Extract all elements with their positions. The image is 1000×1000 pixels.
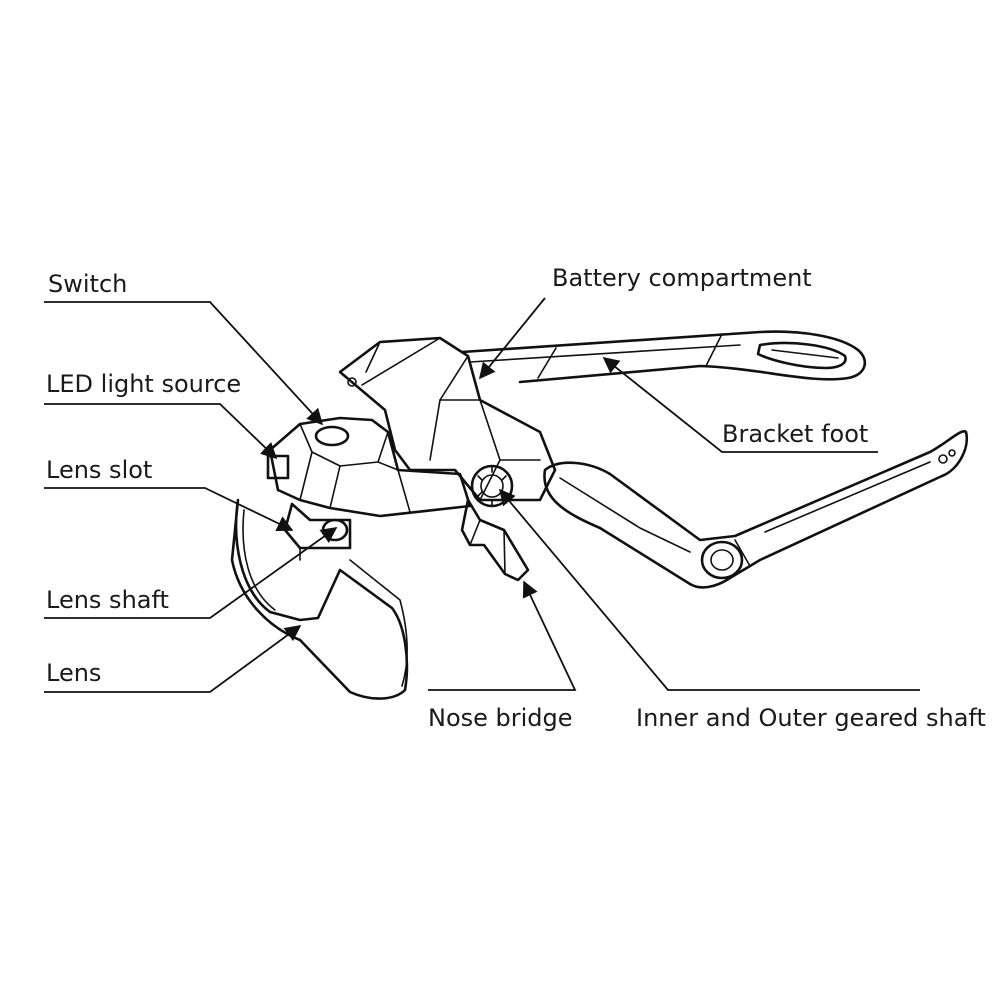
battery-housing xyxy=(338,336,557,502)
label-lens: Lens xyxy=(46,659,101,687)
label-lens-slot: Lens slot xyxy=(46,456,152,484)
label-nose-bridge: Nose bridge xyxy=(428,704,573,732)
bracket-arm-lower xyxy=(543,430,969,589)
label-led-light-source: LED light source xyxy=(46,370,241,398)
label-bracket-foot: Bracket foot xyxy=(722,420,868,448)
lens-plate xyxy=(230,498,409,700)
leader-lines xyxy=(44,297,920,693)
geared-shaft xyxy=(470,464,514,508)
bracket-arm-upper xyxy=(460,330,867,384)
light-head xyxy=(266,416,472,518)
device-illustration xyxy=(230,330,969,700)
lens-shaft-assembly xyxy=(283,502,352,561)
label-switch: Switch xyxy=(48,270,127,298)
label-battery-compartment: Battery compartment xyxy=(552,264,812,292)
nose-bridge-piece xyxy=(460,498,530,582)
label-geared-shaft: Inner and Outer geared shaft xyxy=(636,704,986,732)
callout-labels: Switch LED light source Lens slot Lens s… xyxy=(46,264,986,732)
label-lens-shaft: Lens shaft xyxy=(46,586,169,614)
